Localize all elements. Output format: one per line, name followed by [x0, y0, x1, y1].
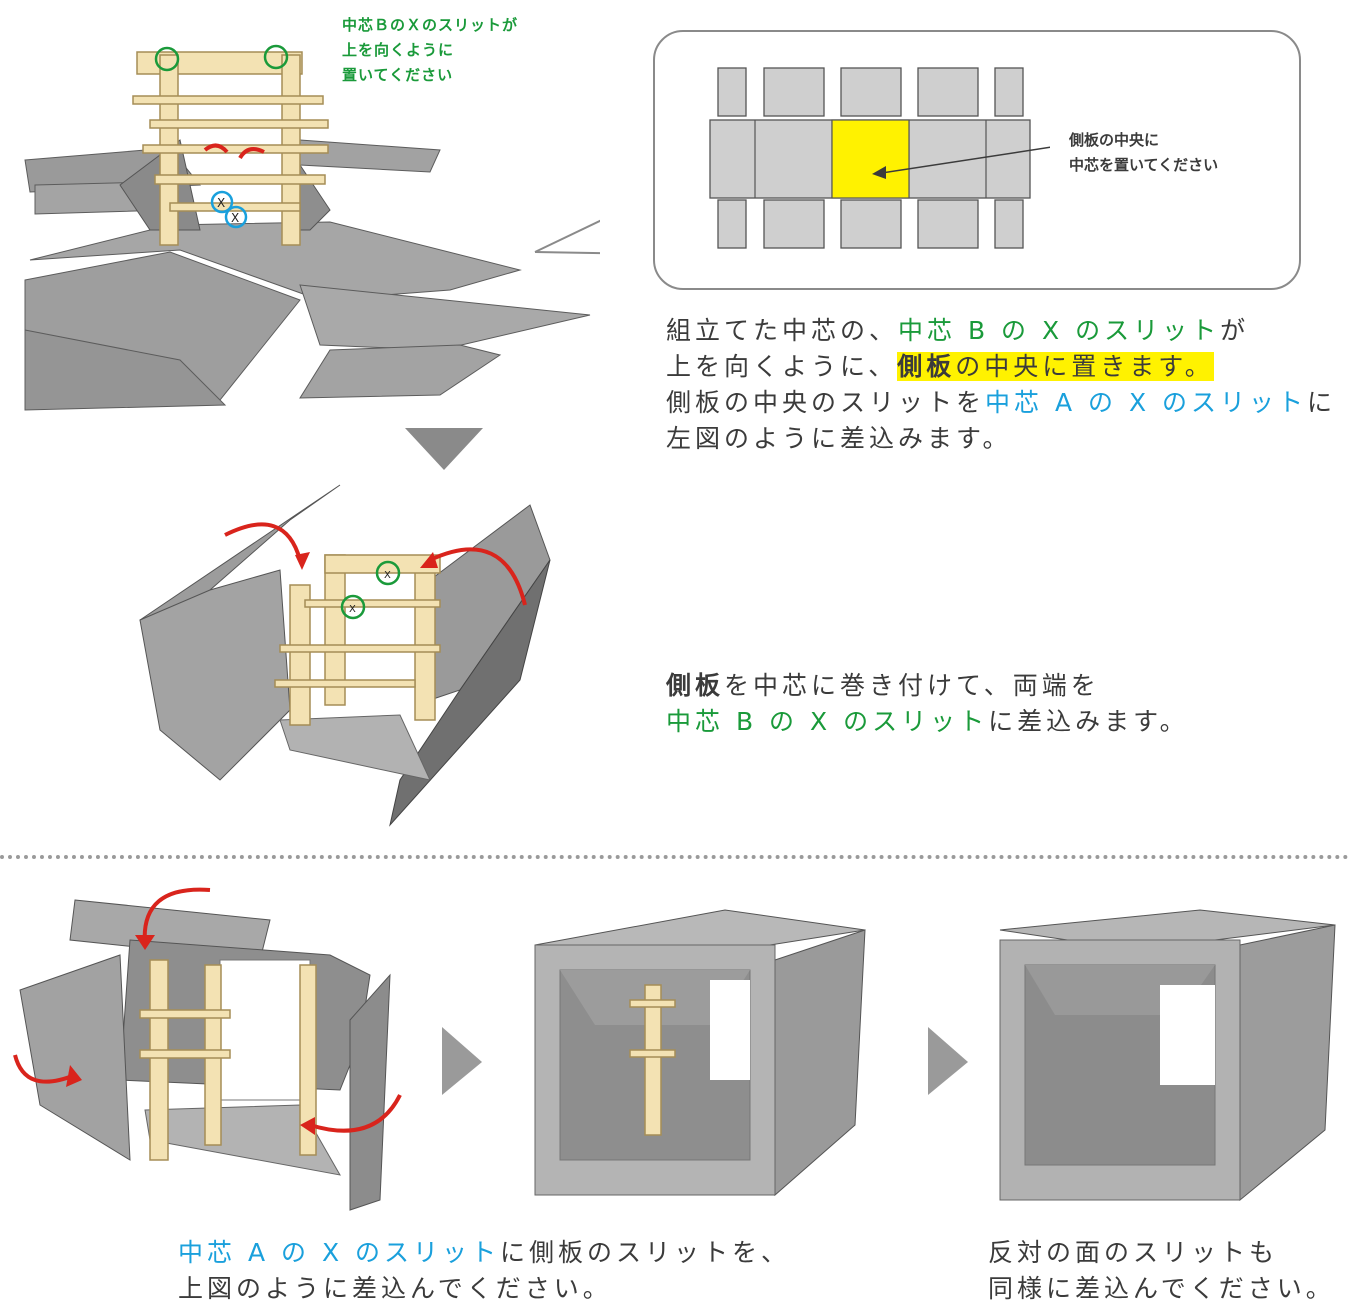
top-note: 中芯ＢのＸのスリットが 上を向くように 置いてください [342, 13, 518, 88]
core-a-slit-label: 中芯 A の X のスリット [178, 1238, 501, 1267]
core-b-slit-label: 中芯 B の X のスリット [666, 707, 989, 736]
down-arrow-icon [405, 428, 483, 470]
step4-text: 反対の面のスリットも 同様に差込んでください。 [988, 1235, 1348, 1307]
slit-marker-green [340, 594, 366, 620]
slit-marker-blue [224, 205, 248, 229]
step3-illustration [13, 887, 402, 1211]
svg-text:X: X [349, 604, 356, 615]
svg-text:X: X [231, 211, 239, 225]
step2-line1: 側板を中芯に巻き付けて、両端を [666, 671, 1100, 700]
slit-marker-green [154, 46, 180, 72]
step4-line2: 同様に差込んでください。 [988, 1274, 1335, 1303]
step3-line2: 上図のように差込んでください。 [178, 1274, 612, 1303]
callout-text: 側板の中央に 中芯を置いてください [1069, 128, 1218, 178]
step1-illustration: X X [24, 44, 600, 411]
step2-text: 側板を中芯に巻き付けて、両端を 中芯 B の X のスリットに差込みます。 [666, 668, 1326, 740]
top-note-line3: 置いてください [342, 66, 454, 84]
step3-line1: 中芯 A の X のスリットに側板のスリットを、 [178, 1238, 791, 1267]
step1-text: 組立てた中芯の、中芯 B の X のスリットが 上を向くように、側板の中央に置き… [666, 313, 1346, 457]
slit-marker-blue [210, 190, 234, 214]
slit-marker-green [375, 560, 401, 586]
callout-line2: 中芯を置いてください [1069, 156, 1219, 174]
side-board-label: 側板 [666, 671, 725, 700]
step2-illustration: X X [139, 484, 551, 827]
flat-net-diagram [709, 67, 1050, 249]
core-a-slit-label: 中芯 A の X のスリット [985, 388, 1308, 417]
step1-line1: 組立てた中芯の、中芯 B の X のスリットが [666, 316, 1250, 345]
right-arrow-icon [928, 1027, 968, 1095]
final-box-illustration [999, 909, 1336, 1202]
svg-text:X: X [384, 570, 391, 581]
top-note-line1: 中芯ＢのＸのスリットが [342, 16, 519, 34]
step1-line3: 側板の中央のスリットを中芯 A の X のスリットに [666, 388, 1337, 417]
step4-line1: 反対の面のスリットも [988, 1238, 1279, 1267]
step3-text: 中芯 A の X のスリットに側板のスリットを、 上図のように差込んでください。 [178, 1235, 818, 1307]
section-divider [0, 855, 1349, 859]
right-arrow-icon [442, 1027, 482, 1095]
callout-line1: 側板の中央に [1069, 131, 1160, 149]
step2-line2: 中芯 B の X のスリットに差込みます。 [666, 707, 1189, 736]
core-b-slit-label: 中芯 B の X のスリット [898, 316, 1221, 345]
center-panel-highlight [831, 119, 910, 199]
step3-result-illustration [534, 909, 866, 1197]
top-note-line2: 上を向くように [342, 41, 455, 59]
svg-text:X: X [217, 196, 225, 210]
slit-marker-green [263, 44, 289, 70]
step1-line2: 上を向くように、側板の中央に置きます。 [666, 352, 1214, 381]
side-board-label: 側板 [897, 352, 956, 381]
step1-line4: 左図のように差込みます。 [666, 424, 1012, 453]
